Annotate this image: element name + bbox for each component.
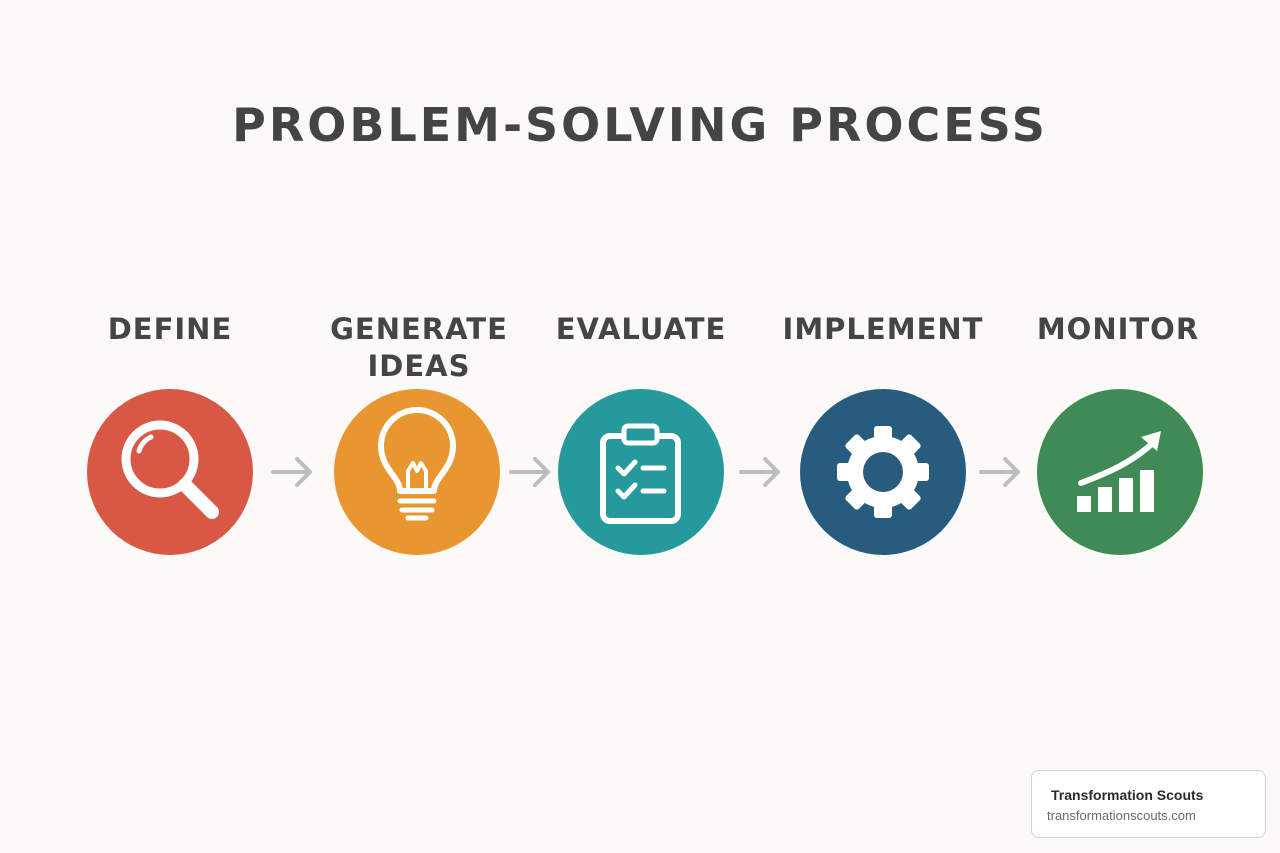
lightbulb-icon <box>378 407 456 521</box>
step-circle-generate-ideas <box>334 389 500 555</box>
brand-name: Transformation Scouts <box>1051 787 1204 803</box>
arrow-icon <box>270 453 316 491</box>
step-circle-monitor <box>1037 389 1203 555</box>
step-label-generate-ideas: GENERATE IDEAS <box>330 312 508 383</box>
step-circle-implement <box>800 389 966 555</box>
step-label-define: DEFINE <box>107 312 233 346</box>
brand-url: transformationscouts.com <box>1047 808 1196 823</box>
arrow-icon <box>738 453 784 491</box>
arrow-icon <box>978 453 1024 491</box>
arrow-icon <box>508 453 554 491</box>
growth-chart-icon <box>1077 431 1161 512</box>
magnifying-glass-icon <box>121 420 219 519</box>
gear-icon <box>837 426 929 518</box>
step-label-evaluate: EVALUATE <box>555 312 727 346</box>
brand-card: Transformation Scouts transformationscou… <box>1031 770 1266 838</box>
step-circle-evaluate <box>558 389 724 555</box>
step-circle-define <box>87 389 253 555</box>
step-label-implement: IMPLEMENT <box>782 312 984 346</box>
page-title: PROBLEM-SOLVING PROCESS <box>232 98 1048 152</box>
clipboard-checklist-icon <box>600 423 681 524</box>
step-label-monitor: MONITOR <box>1036 312 1200 346</box>
